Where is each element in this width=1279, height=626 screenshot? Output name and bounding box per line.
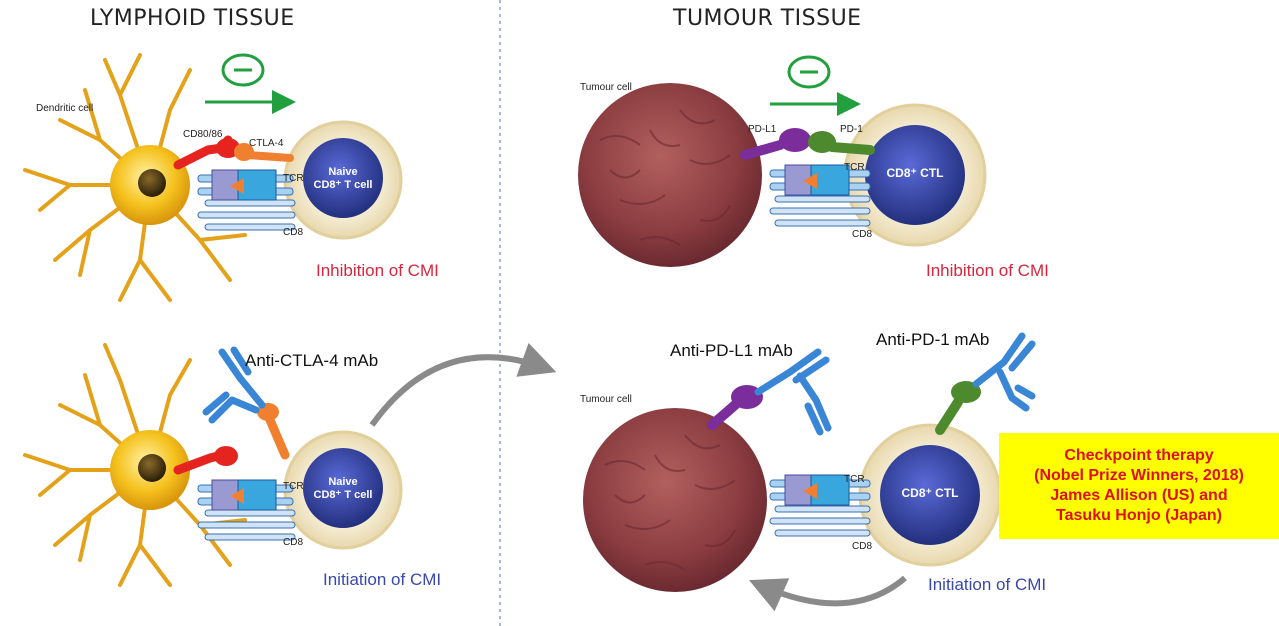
ctl-label-top: CD8⁺ CTL: [886, 166, 944, 180]
dendritic-cell-bottom: [23, 343, 247, 587]
inhibition-label-right: Inhibition of CMI: [926, 261, 1049, 280]
initiation-label-left: Initiation of CMI: [323, 570, 442, 589]
naive-line1: Naive: [328, 166, 358, 178]
tumour-cell-top: [578, 83, 762, 267]
naive-tcell-label-top: Naive CD8⁺ T cell: [313, 166, 373, 192]
anti-pdl1-antibody: [707, 348, 832, 436]
nobel-line4: Tasuku Honjo (Japan): [1056, 507, 1222, 524]
pdl1-label: PD-L1: [748, 124, 777, 135]
naive-line2: CD8⁺ T cell: [313, 179, 373, 191]
ctl-label-bottom: CD8⁺ CTL: [901, 486, 959, 500]
tcr-label-top-right: TCR: [844, 162, 865, 173]
lymphoid-tissue-header: LYMPHOID TISSUE: [90, 6, 295, 31]
anti-pd1-label: Anti-PD-1 mAb: [876, 330, 990, 349]
dendritic-cell-label: Dendritic cell: [36, 103, 94, 114]
tcr-complex-bottom-right: [769, 474, 871, 537]
initiation-label-right: Initiation of CMI: [928, 575, 1047, 594]
ctla4-label: CTLA-4: [249, 138, 284, 149]
anti-pdl1-label: Anti-PD-L1 mAb: [670, 341, 793, 360]
tcell-ctl-bottom: [858, 423, 1002, 567]
naive-line1-b: Naive: [328, 476, 358, 488]
tcr-complex-top-right: [769, 164, 871, 227]
cd80-ctla4-top: [173, 135, 294, 170]
transition-arrow: [369, 342, 557, 427]
naive-tcell-label-bottom: Naive CD8⁺ T cell: [313, 476, 373, 502]
nobel-line2: (Nobel Prize Winners, 2018): [1034, 467, 1244, 484]
tcr-label-top-left: TCR: [283, 173, 304, 184]
pd1-label: PD-1: [840, 124, 863, 135]
tumour-tissue-header: TUMOUR TISSUE: [673, 6, 862, 31]
feedback-arrow: [749, 575, 907, 612]
tumour-cell-label-bottom: Tumour cell: [580, 394, 632, 405]
tcr-complex-top: [197, 169, 296, 231]
cd80-86-label: CD80/86: [183, 129, 223, 140]
dendritic-cell-top: [23, 53, 247, 302]
anti-ctla4-antibody: [202, 346, 290, 460]
tcr-label-bottom-left: TCR: [283, 481, 304, 492]
anti-pd1-antibody: [935, 332, 1036, 435]
inhibition-arrow-top-right: [770, 55, 861, 116]
tcr-complex-bottom: [197, 479, 296, 541]
cd80-bottom: [173, 446, 238, 475]
tcell-ctl-top: [843, 103, 987, 247]
tumour-cell-bottom: [583, 408, 767, 592]
tumour-cell-label-top: Tumour cell: [580, 82, 632, 93]
nobel-line3: James Allison (US) and: [1050, 487, 1228, 504]
cd8-label-bottom-right: CD8: [852, 541, 873, 552]
pdl1-pd1-top: [740, 128, 875, 160]
naive-line2-b: CD8⁺ T cell: [313, 489, 373, 501]
cd8-label-top-left: CD8: [283, 227, 304, 238]
cd8-label-top-right: CD8: [852, 229, 873, 240]
tcell-naive-bottom: [283, 430, 403, 550]
nobel-callout-box: Checkpoint therapy (Nobel Prize Winners,…: [999, 433, 1279, 539]
cd8-label-bottom-left: CD8: [283, 537, 304, 548]
nobel-line1: Checkpoint therapy: [1064, 447, 1214, 464]
tcr-label-bottom-right: TCR: [844, 474, 865, 485]
inhibition-label-left: Inhibition of CMI: [316, 261, 439, 280]
tcell-naive-top: [283, 120, 403, 240]
inhibition-arrow-top: [205, 53, 296, 114]
anti-ctla4-label: Anti-CTLA-4 mAb: [245, 351, 379, 370]
